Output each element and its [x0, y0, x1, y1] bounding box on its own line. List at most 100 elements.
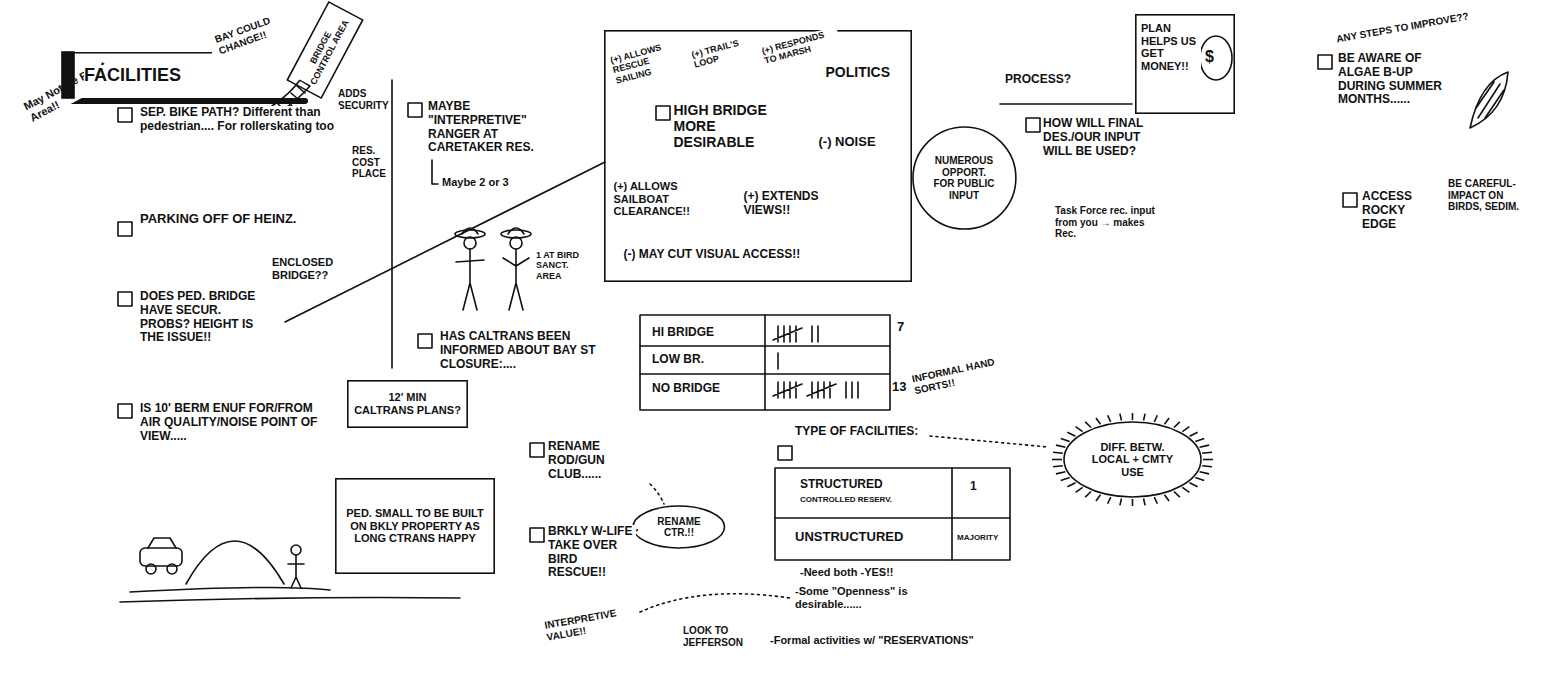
handwritten-note: BRIDGE CONTROL AREA [298, 12, 352, 89]
burst-ray [1067, 483, 1075, 487]
burst-ray [1132, 499, 1134, 506]
rule-line [1000, 103, 1132, 105]
handwritten-note: STRUCTURED [800, 478, 940, 492]
handwritten-note: PROCESS? [1005, 73, 1095, 87]
burst-ray [1085, 422, 1091, 428]
burst-ray [1174, 491, 1180, 497]
handwritten-note: TYPE OF FACILITIES: [795, 425, 925, 439]
handwritten-note: -Formal activities w/ "RESERVATIONS" [770, 634, 1000, 647]
burst-ray [1202, 452, 1212, 453]
note-holder: LOW BR. [652, 353, 762, 367]
note-holder: NO BRIDGE [652, 382, 762, 396]
handwritten-note: PLAN HELPS US GET MONEY!! [1141, 22, 1201, 73]
burst-ray [1165, 418, 1170, 424]
outline-strokes [287, 2, 362, 98]
handwritten-note: INTERPRETIVE VALUE!! [544, 604, 637, 642]
text-holder: POLITICS [826, 64, 906, 80]
table-rule [640, 315, 890, 410]
note-holder: Task Force rec. input from you → makes R… [1055, 205, 1160, 240]
divider-line [391, 80, 393, 368]
stick-figure [456, 249, 484, 310]
burst-ray [1108, 415, 1111, 422]
checkbox [118, 292, 132, 306]
checkbox [418, 334, 432, 348]
note-holder: -Need both -YES!! [800, 566, 1000, 579]
tally-marks [773, 326, 818, 342]
note-holder: BE AWARE OF ALGAE B-UP DURING SUMMER MON… [1338, 52, 1463, 107]
burst-ray [1053, 466, 1063, 467]
car-wheel [167, 564, 177, 574]
note-holder: -Formal activities w/ "RESERVATIONS" [770, 634, 1000, 647]
figure-head [291, 545, 301, 555]
note-box: PLAN HELPS US GET MONEY!!$ [1135, 14, 1235, 114]
handwritten-note: IS 10' BERM ENUF FOR/FROM AIR QUALITY/NO… [140, 402, 330, 443]
handwritten-note: CONTROLLED RESERV. [800, 495, 940, 504]
handwritten-note: 1 AT BIRD SANCT. AREA [536, 250, 584, 281]
note-holder: SEP. BIKE PATH? Different than pedestria… [140, 106, 340, 134]
section-heading: FACILITIES [84, 65, 181, 86]
burst-ray [1067, 432, 1075, 436]
box-border [348, 381, 467, 427]
burst-ray [1076, 427, 1083, 432]
note-holder: HI BRIDGE [652, 326, 762, 340]
box-border [336, 479, 494, 573]
starburst-callout: DIFF. BETW. LOCAL + CMTY USE [1050, 412, 1215, 507]
note-holder: HOW WILL FINAL DES./OUR INPUT WILL BE US… [1043, 117, 1168, 158]
handwritten-note: Maybe 2 or 3 [442, 176, 542, 189]
burst-ray [1165, 495, 1170, 501]
text-holder: (-) NOISE [819, 135, 899, 150]
burst-ray [1108, 497, 1111, 504]
oval-callout: RENAME CTR.!! [632, 505, 726, 549]
handwritten-note: BE CAREFUL-IMPACT ON BIRDS, SEDIM. [1448, 178, 1528, 213]
burst-ray [1200, 445, 1210, 447]
outline-strokes [336, 479, 494, 573]
handwritten-note: BE AWARE OF ALGAE B-UP DURING SUMMER MON… [1338, 52, 1463, 107]
checkbox [118, 222, 132, 236]
handwritten-note: INFORMAL HAND SORTS!! [911, 351, 1023, 396]
handwritten-note: PARKING OFF OF HEINZ. [140, 212, 310, 227]
burst-ray [1190, 432, 1198, 436]
note-holder: HAS CALTRANS BEEN INFORMED ABOUT BAY ST … [440, 330, 620, 371]
text-holder: (-) MAY CUT VISUAL ACCESS!! [624, 248, 864, 262]
text-holder: (+) ALLOWS SAILBOAT CLEARANCE!! [614, 180, 714, 218]
box-border [62, 52, 212, 54]
handwritten-note: POLITICS [826, 64, 906, 80]
text-holder: (+) TRAIL'S LOOP [690, 34, 755, 70]
oval-border [913, 127, 1016, 229]
dotted-leader [640, 594, 790, 612]
stick-figure [503, 249, 529, 310]
car-body [140, 548, 182, 566]
oval-callout: NUMEROUS OPPORT. FOR PUBLIC INPUT [912, 126, 1017, 230]
note-holder: MAJORITY [957, 533, 1005, 542]
hatched-leaf [1470, 72, 1508, 128]
handwritten-note: ADDS SECURITY [338, 88, 388, 111]
checkbox [408, 103, 422, 117]
car-roof [148, 538, 176, 548]
burst-ray [1120, 414, 1122, 421]
handwritten-note: BRKLY W-LIFE TAKE OVER BIRD RESCUE!! [548, 525, 636, 580]
burst-ray [1203, 459, 1213, 461]
checkbox [778, 446, 792, 460]
outline-strokes [604, 31, 910, 281]
pen-strokes [62, 55, 1508, 612]
burst-ray [1096, 495, 1101, 501]
note-holder: PARKING OFF OF HEINZ. [140, 212, 310, 227]
note-holder: 13 [892, 380, 912, 395]
facility-table [775, 468, 1010, 560]
handwritten-note: -Need both -YES!! [800, 566, 1000, 579]
burst-ray [1144, 499, 1146, 506]
burst-ray [1144, 414, 1146, 421]
box-border [604, 31, 910, 281]
handwritten-note: BAY COULD CHANGE!! [213, 11, 287, 57]
note-holder: RES. COST PLACE [352, 145, 388, 180]
handwritten-note: DOES PED. BRIDGE HAVE SECUR. PROBS? HEIG… [140, 290, 270, 345]
burst-ray [1056, 472, 1066, 474]
note-holder: PROCESS? [1005, 73, 1095, 87]
burst-ray [1182, 487, 1189, 492]
leader-line [285, 162, 605, 322]
handwritten-note: (+) EXTENDS VIEWS!! [744, 190, 854, 218]
handwritten-note: RENAME ROD/GUN CLUB...... [548, 440, 653, 481]
ground-line [120, 587, 460, 602]
checkbox [1318, 55, 1332, 69]
